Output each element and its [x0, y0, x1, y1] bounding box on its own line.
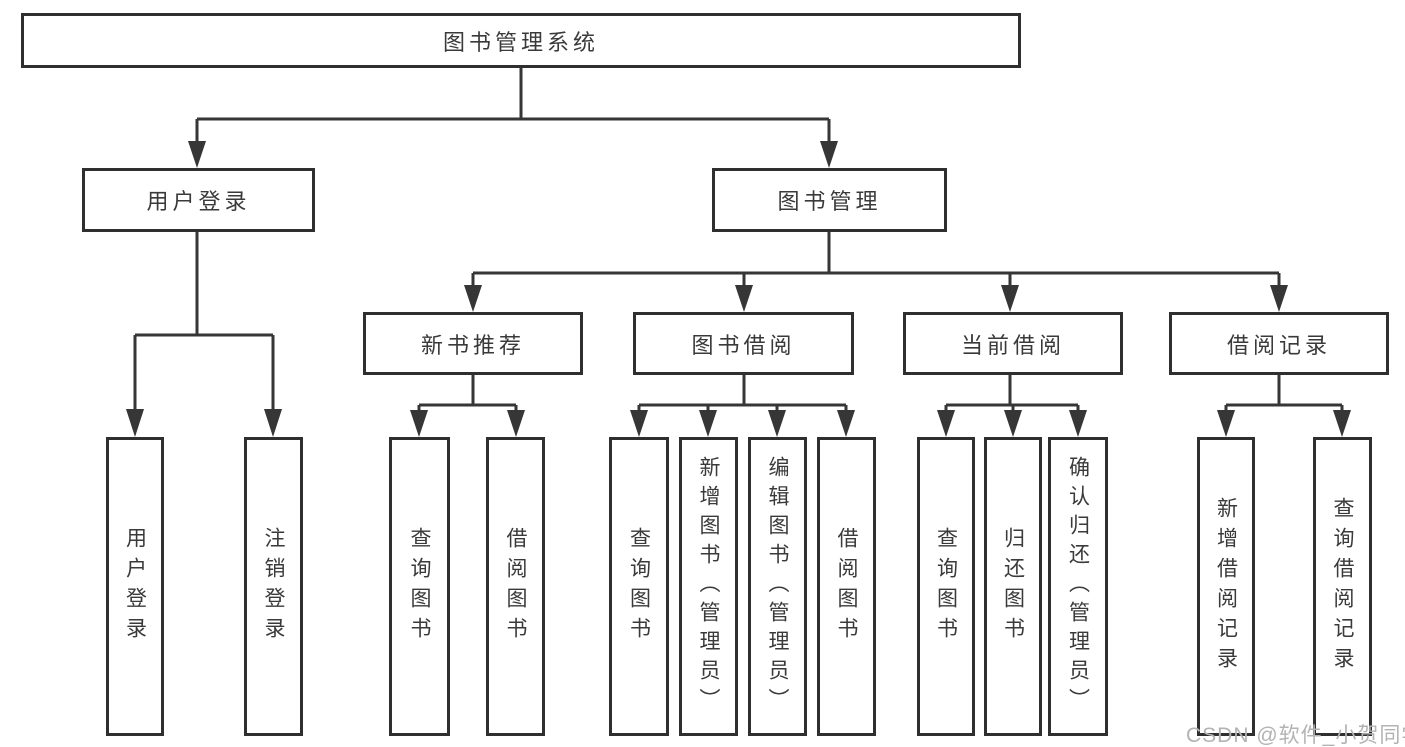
arrowheads [126, 141, 1351, 437]
leaf-borrow-books-borrowing: 借阅图书 [817, 437, 876, 736]
leaf-query-books-recommend: 查询图书 [389, 437, 450, 736]
leaf-user-login: 用户登录 [106, 437, 164, 736]
leaf-logout: 注销登录 [244, 437, 303, 736]
node-book-management: 图书管理 [712, 168, 947, 232]
node-new-book-recommend: 新书推荐 [363, 312, 583, 375]
leaf-return-books: 归还图书 [984, 437, 1042, 736]
leaf-query-borrow-record: 查询借阅记录 [1313, 437, 1372, 736]
node-current-borrowing: 当前借阅 [903, 312, 1123, 375]
node-user-login: 用户登录 [82, 168, 315, 232]
csdn-watermark: CSDN @软件_小贺同学 [1186, 724, 1405, 747]
leaf-edit-books-admin: 编辑图书（管理员） [748, 437, 807, 736]
leaf-query-books-borrowing: 查询图书 [609, 437, 669, 736]
leaf-confirm-return-admin: 确认归还（管理员） [1048, 437, 1108, 736]
leaf-borrow-books-recommend: 借阅图书 [486, 437, 545, 736]
node-borrowing-records: 借阅记录 [1169, 312, 1389, 375]
leaf-add-books-admin: 新增图书（管理员） [679, 437, 738, 736]
node-book-borrowing: 图书借阅 [633, 312, 854, 375]
leaf-add-borrow-record: 新增借阅记录 [1197, 437, 1255, 736]
node-root: 图书管理系统 [21, 13, 1021, 68]
leaf-query-books-current: 查询图书 [917, 437, 975, 736]
